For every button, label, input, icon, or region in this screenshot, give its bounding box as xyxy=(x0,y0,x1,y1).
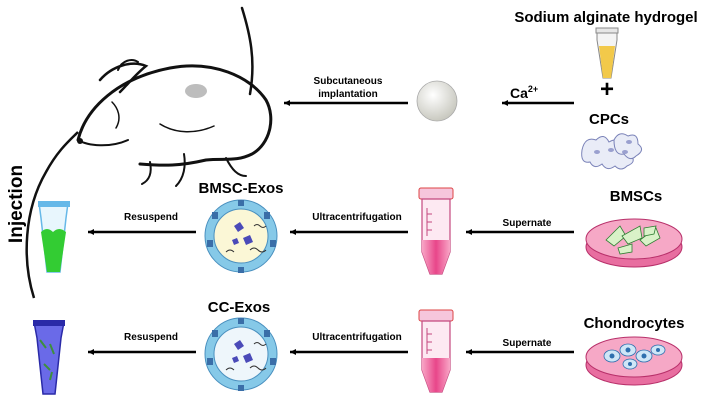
alginate-bead xyxy=(416,80,458,122)
bmsc-gel-tip-icon xyxy=(38,201,70,273)
cc-culture-dish-icon xyxy=(585,336,683,386)
injection-curve xyxy=(25,131,79,299)
cpc-cells-icon xyxy=(581,133,642,170)
hydrogel-tip-icon xyxy=(595,27,619,79)
implant-label-line2: implantation xyxy=(318,89,377,100)
cc-centrifuge-tube-icon xyxy=(418,309,454,393)
bmsc-exos-label: BMSC-Exos xyxy=(198,180,283,197)
injection-label: Injection xyxy=(6,165,27,243)
chondrocytes-label: Chondrocytes xyxy=(584,315,685,332)
plus-sign: + xyxy=(600,76,614,103)
bmsc-ultracentrifugation-label: Ultracentrifugation xyxy=(312,212,401,223)
bmsc-supernate-label: Supernate xyxy=(503,218,552,229)
cc-supernate-label: Supernate xyxy=(503,338,552,349)
cc-resuspend-label: Resuspend xyxy=(124,332,178,343)
ca-label: Ca2+ xyxy=(510,84,538,101)
cc-exos-label: CC-Exos xyxy=(208,299,271,316)
cc-gel-tip-icon xyxy=(33,320,65,395)
cc-ultracentrifugation-label: Ultracentrifugation xyxy=(312,332,401,343)
mouse-icon xyxy=(76,6,273,187)
hydrogel-title: Sodium alginate hydrogel xyxy=(514,9,697,26)
mouse-nose xyxy=(77,138,83,144)
bmsc-culture-dish-icon xyxy=(585,218,683,268)
mouse-ear xyxy=(185,84,207,98)
bmsc-resuspend-label: Resuspend xyxy=(124,212,178,223)
bmsc-centrifuge-tube-icon xyxy=(418,187,454,275)
implant-label-line1: Subcutaneous xyxy=(314,76,383,87)
cpcs-label: CPCs xyxy=(589,111,629,128)
bmsc-exosome-icon xyxy=(204,199,278,273)
cc-exosome-icon xyxy=(204,317,278,391)
bmscs-label: BMSCs xyxy=(610,188,663,205)
